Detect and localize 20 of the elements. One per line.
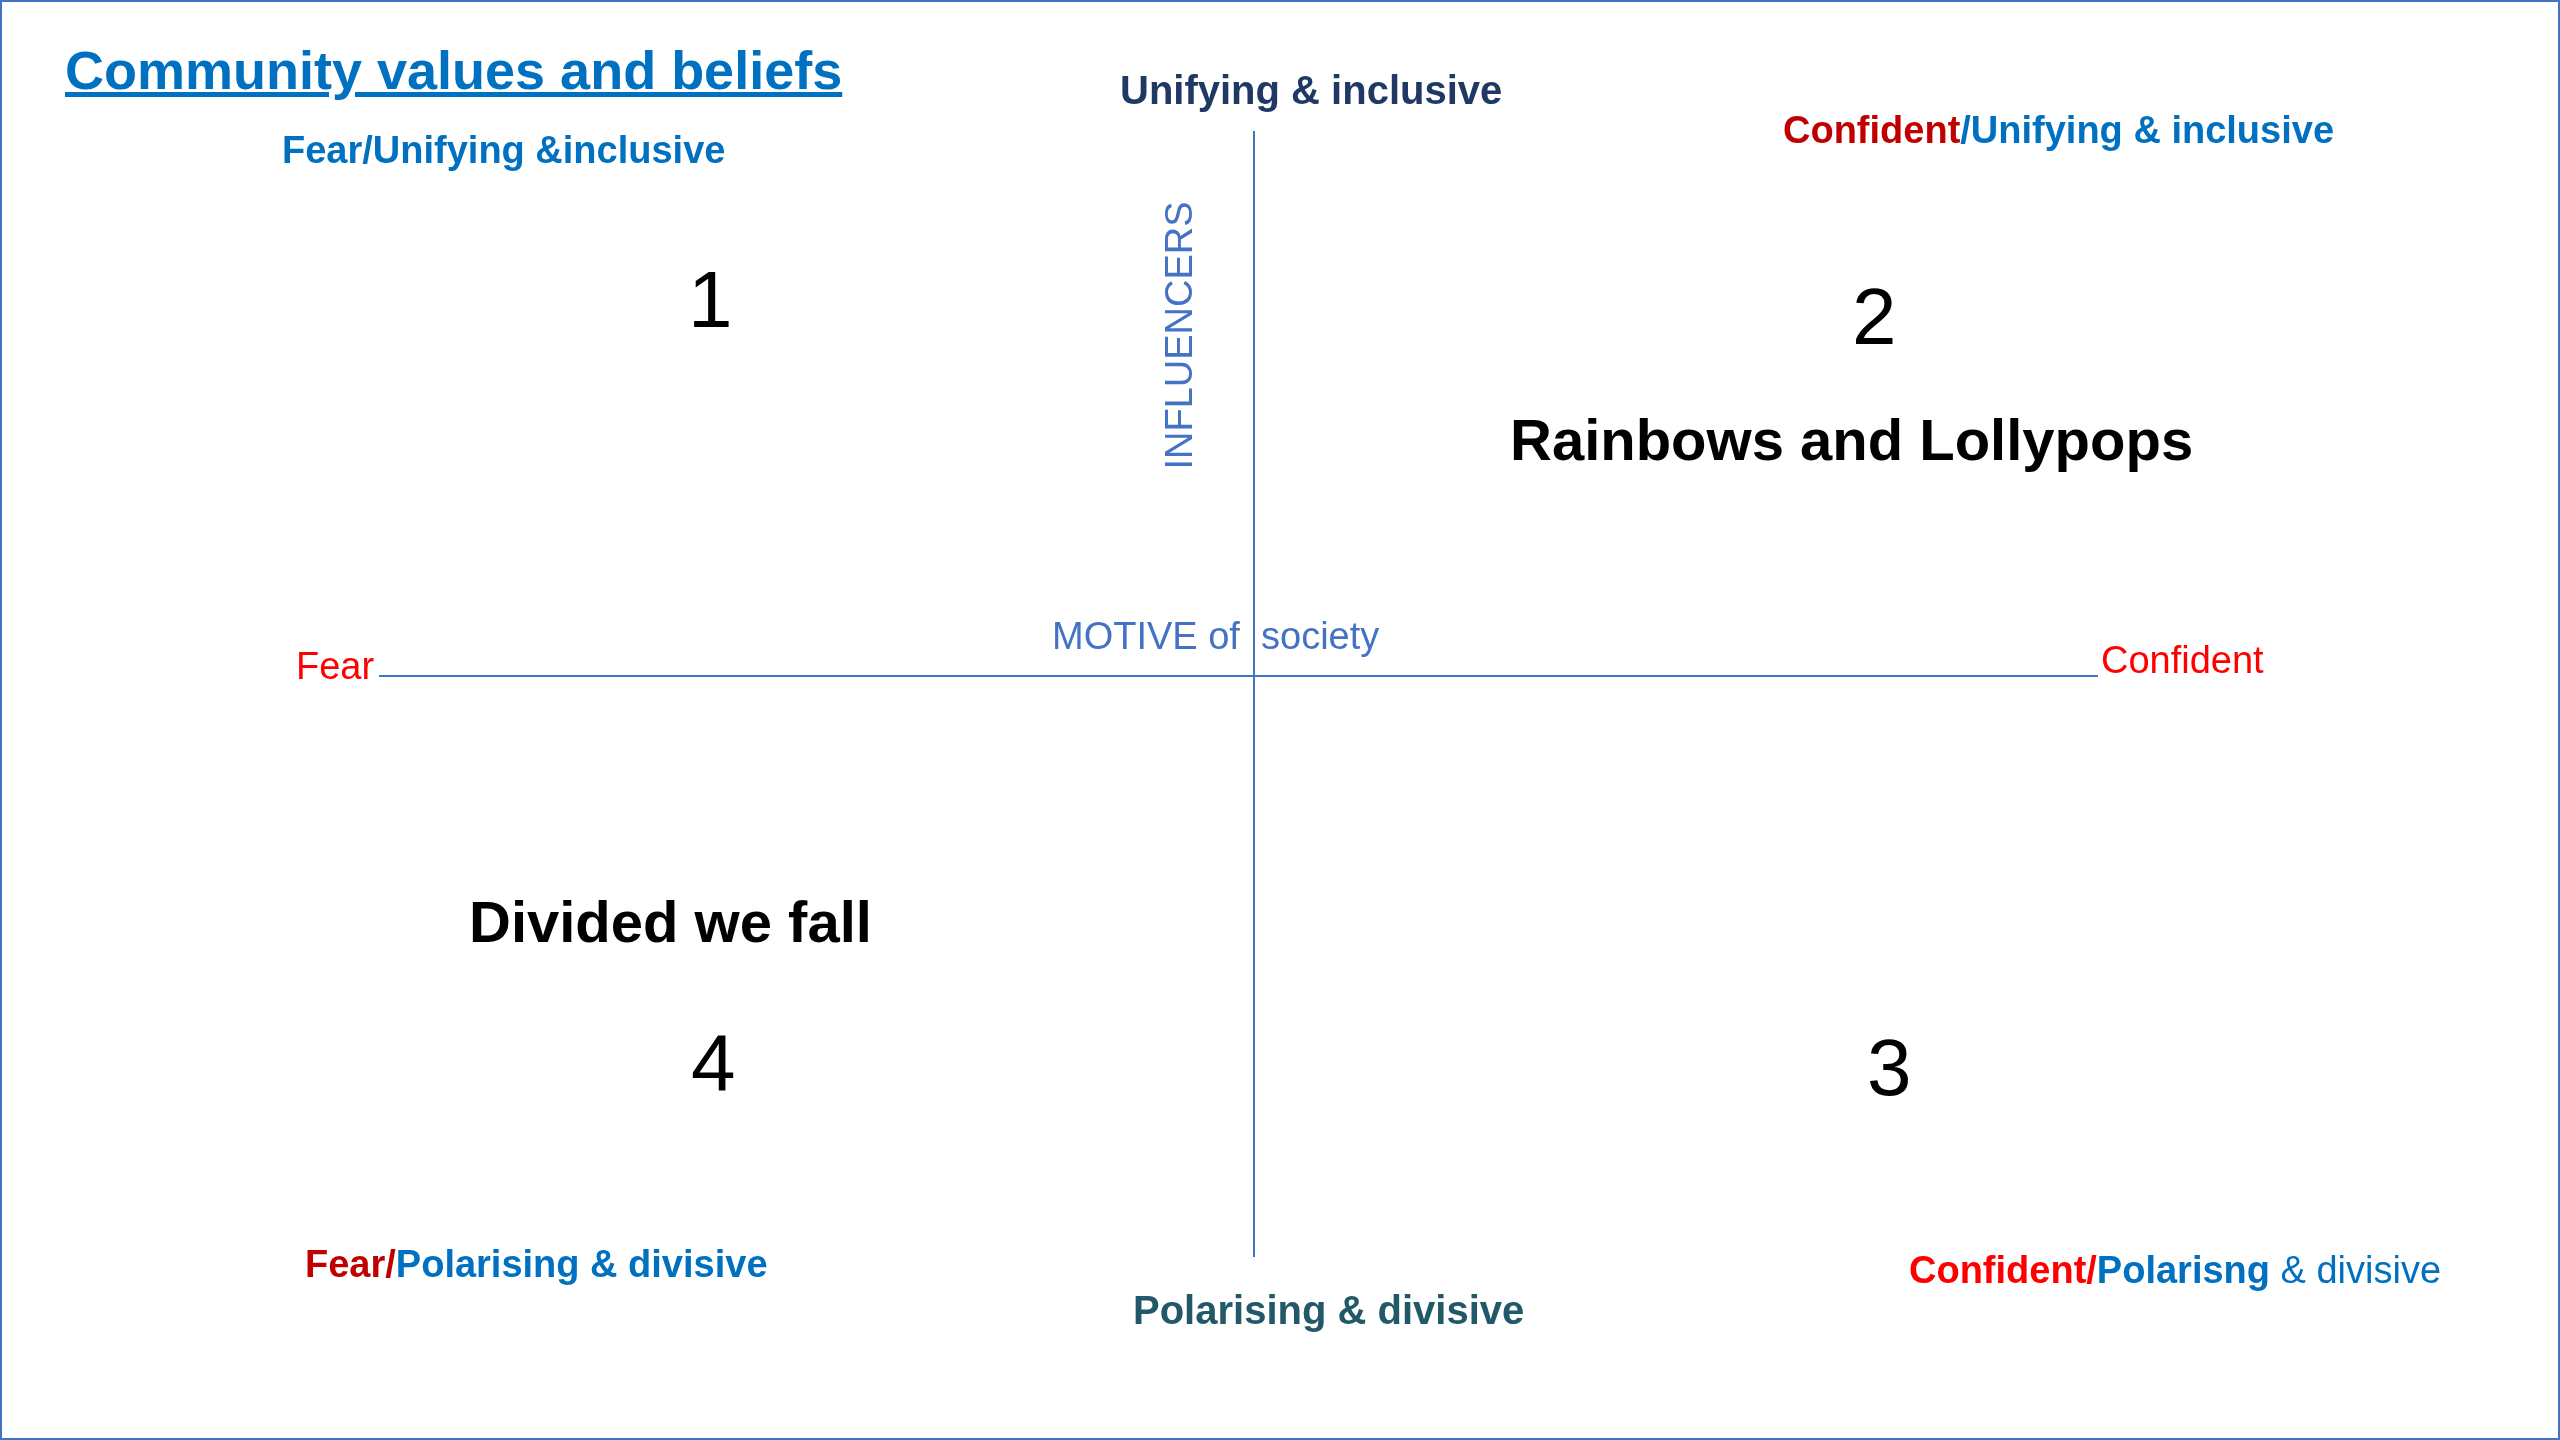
quadrant-label: Fear/	[305, 1242, 396, 1287]
quadrant-number: 4	[691, 1017, 736, 1109]
quadrant-label: /Unifying & inclusive	[1960, 108, 2335, 153]
axis-title: MOTIVE of society	[1052, 614, 1380, 659]
quadrant-number: 3	[1867, 1022, 1912, 1114]
quadrant-number: 1	[688, 254, 733, 346]
quadrant-title: Divided we fall	[469, 888, 872, 956]
quadrant-label: Polarising & divisive	[395, 1242, 768, 1287]
quadrant-label: Polarisng & divisive	[2096, 1248, 2442, 1293]
axis-label: Polarising & divisive	[1133, 1287, 1525, 1334]
quadrant-number: 2	[1852, 271, 1897, 363]
axis-label: Unifying & inclusive	[1120, 67, 1503, 114]
quadrant-label: Confident	[1783, 108, 1961, 153]
axis-title: INFLUENCERS	[1156, 200, 1201, 470]
axis-label: Confident	[2101, 638, 2264, 683]
quadrant-label: Confident/	[1909, 1248, 2097, 1293]
quadrant-label: Fear/Unifying &inclusive	[282, 128, 726, 173]
axis-label: Fear	[296, 644, 375, 689]
diagram-title: Community values and beliefs	[65, 39, 843, 102]
quadrant-title: Rainbows and Lollypops	[1510, 406, 2194, 474]
